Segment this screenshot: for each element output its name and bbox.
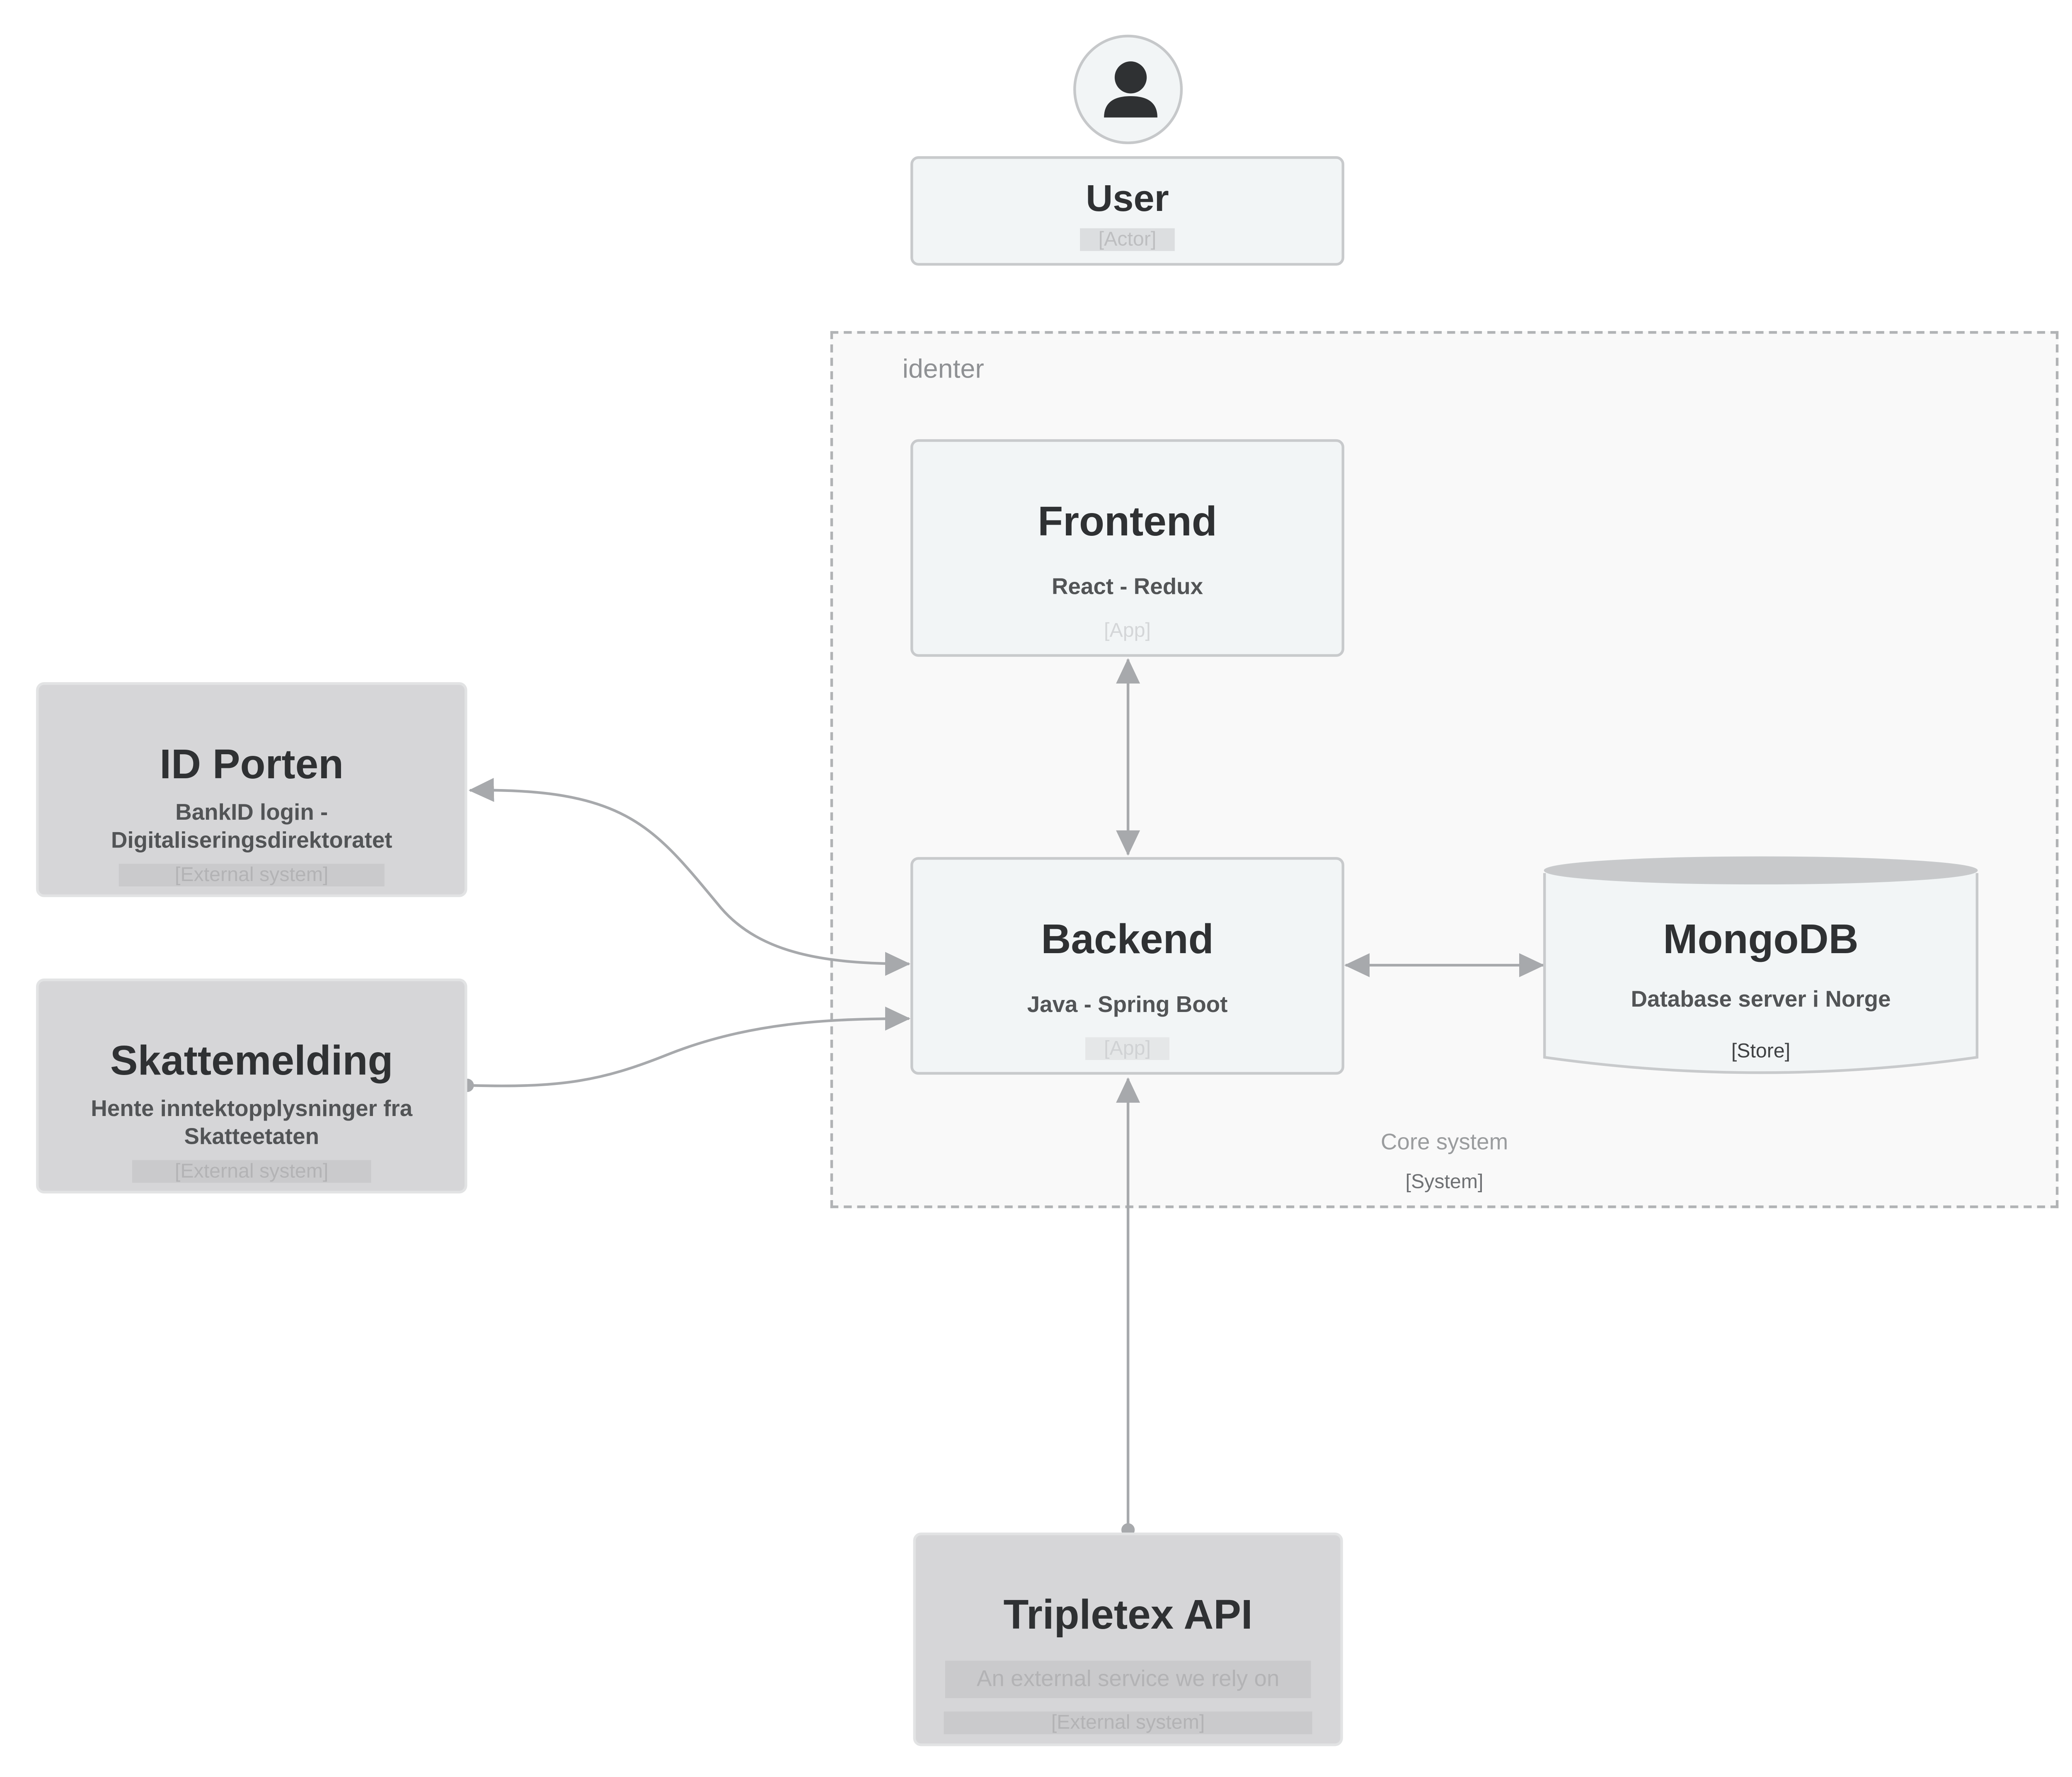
backend-name: Backend	[1041, 915, 1214, 963]
user-avatar	[1073, 34, 1183, 144]
user-name: User	[1086, 177, 1169, 219]
tripletex-type: [External system]	[944, 1711, 1312, 1734]
skattemelding-node[interactable]: Skattemelding Hente inntektopplysninger …	[36, 978, 467, 1194]
mongodb-name: MongoDB	[1663, 915, 1859, 963]
idporten-node[interactable]: ID Porten BankID login - Digitaliserings…	[36, 682, 467, 897]
user-node[interactable]: User [Actor]	[910, 156, 1344, 266]
boundary-label: Core system	[1380, 1129, 1508, 1155]
person-icon	[1104, 61, 1157, 118]
frontend-description: React - Redux	[1051, 574, 1203, 600]
skattemelding-name: Skattemelding	[110, 1037, 393, 1084]
mongodb-cylinder	[1543, 856, 1979, 1074]
idporten-name: ID Porten	[160, 741, 344, 788]
tripletex-description: An external service we rely on	[944, 1661, 1312, 1698]
skattemelding-type: [External system]	[132, 1160, 371, 1183]
skattemelding-description-line1: Hente inntektopplysninger fra	[91, 1096, 413, 1121]
connector-skattemelding-backend	[467, 1006, 910, 1087]
frontend-name: Frontend	[1038, 498, 1217, 545]
mongodb-node[interactable]: MongoDB Database server i Norge [Store]	[1544, 881, 1977, 1068]
backend-node[interactable]: Backend Java - Spring Boot [App]	[910, 857, 1344, 1075]
connector-idporten-backend	[468, 778, 910, 976]
backend-description: Java - Spring Boot	[1027, 992, 1228, 1017]
user-type: [Actor]	[1080, 228, 1175, 251]
backend-type: [App]	[1085, 1037, 1169, 1060]
frontend-type: [App]	[1104, 619, 1151, 642]
boundary-type: [System]	[1405, 1171, 1484, 1194]
idporten-description-line1: BankID login -	[175, 799, 328, 825]
tripletex-node[interactable]: Tripletex API An external service we rel…	[913, 1532, 1343, 1746]
skattemelding-description-line2: Skatteetaten	[184, 1124, 320, 1150]
mongodb-description: Database server i Norge	[1631, 986, 1891, 1012]
tripletex-name: Tripletex API	[1003, 1591, 1253, 1638]
boundary-name: identer	[902, 355, 984, 385]
mongodb-type: [Store]	[1731, 1040, 1791, 1063]
idporten-description-line2: Digitaliseringsdirektoratet	[111, 828, 392, 853]
frontend-node[interactable]: Frontend React - Redux [App]	[910, 439, 1344, 657]
idporten-type: [External system]	[119, 864, 385, 887]
